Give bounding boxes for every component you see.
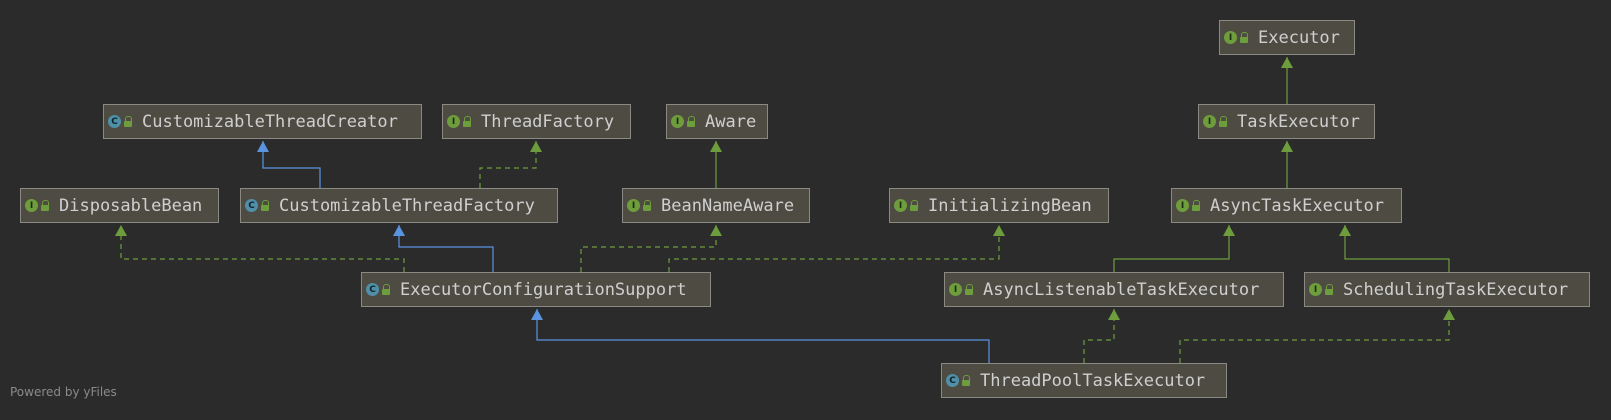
node-async-listenable-task-executor[interactable]: I AsyncListenableTaskExecutor xyxy=(944,272,1284,307)
edge-customizable-thread-factory-to-thread-factory xyxy=(479,141,537,188)
lock-icon xyxy=(687,115,697,128)
arrowhead xyxy=(1443,309,1455,320)
edge-async-listenable-task-executor-to-async-task-executor xyxy=(1113,225,1230,272)
edge-thread-pool-task-executor-to-executor-configuration-support xyxy=(536,309,990,363)
node-label: BeanNameAware xyxy=(661,195,795,216)
node-label: CustomizableThreadCreator xyxy=(142,111,398,132)
edge-scheduling-task-executor-to-async-task-executor xyxy=(1344,225,1450,272)
arrowhead xyxy=(531,309,543,320)
node-label: TaskExecutor xyxy=(1237,111,1360,132)
node-label: AsyncListenableTaskExecutor xyxy=(983,279,1260,300)
interface-icon: I xyxy=(447,115,460,128)
edge-executor-configuration-support-to-disposable-bean xyxy=(120,225,405,272)
lock-icon xyxy=(463,115,473,128)
edge-thread-pool-task-executor-to-async-listenable-task-executor xyxy=(1083,309,1115,363)
lock-icon xyxy=(1219,115,1229,128)
interface-icon: I xyxy=(949,283,962,296)
interface-icon: I xyxy=(25,199,38,212)
node-label: ExecutorConfigurationSupport xyxy=(400,279,687,300)
lock-icon xyxy=(1325,283,1335,296)
node-customizable-thread-creator[interactable]: C CustomizableThreadCreator xyxy=(103,104,422,139)
arrowhead xyxy=(993,225,1005,236)
interface-icon: I xyxy=(671,115,684,128)
lock-icon xyxy=(910,199,920,212)
arrowhead xyxy=(393,225,405,236)
node-executor[interactable]: I Executor xyxy=(1219,20,1355,55)
lock-icon xyxy=(962,374,972,387)
edge-customizable-thread-factory-to-customizable-thread-creator xyxy=(262,141,321,188)
node-customizable-thread-factory[interactable]: C CustomizableThreadFactory xyxy=(240,188,558,223)
node-label: Executor xyxy=(1258,27,1340,48)
node-label: ThreadPoolTaskExecutor xyxy=(980,370,1206,391)
arrowhead xyxy=(1339,225,1351,236)
arrowhead xyxy=(710,225,722,236)
edge-executor-configuration-support-to-bean-name-aware xyxy=(580,225,717,272)
node-scheduling-task-executor[interactable]: I SchedulingTaskExecutor xyxy=(1304,272,1590,307)
class-icon: C xyxy=(108,115,121,128)
arrowhead xyxy=(710,141,722,152)
node-thread-pool-task-executor[interactable]: C ThreadPoolTaskExecutor xyxy=(941,363,1227,398)
edge-thread-pool-task-executor-to-scheduling-task-executor xyxy=(1179,309,1450,363)
class-icon: C xyxy=(946,374,959,387)
class-icon: C xyxy=(366,283,379,296)
arrowhead xyxy=(530,141,542,152)
node-task-executor[interactable]: I TaskExecutor xyxy=(1198,104,1375,139)
interface-icon: I xyxy=(894,199,907,212)
node-label: SchedulingTaskExecutor xyxy=(1343,279,1569,300)
node-label: InitializingBean xyxy=(928,195,1092,216)
arrowhead xyxy=(1223,225,1235,236)
interface-icon: I xyxy=(1176,199,1189,212)
node-label: DisposableBean xyxy=(59,195,203,216)
arrowhead xyxy=(1281,57,1293,68)
lock-icon xyxy=(643,199,653,212)
lock-icon xyxy=(1240,31,1250,44)
lock-icon xyxy=(382,283,392,296)
interface-icon: I xyxy=(627,199,640,212)
lock-icon xyxy=(1192,199,1202,212)
node-bean-name-aware[interactable]: I BeanNameAware xyxy=(622,188,810,223)
node-label: AsyncTaskExecutor xyxy=(1210,195,1384,216)
arrowhead xyxy=(115,225,127,236)
lock-icon xyxy=(965,283,975,296)
node-label: Aware xyxy=(705,111,757,132)
node-thread-factory[interactable]: I ThreadFactory xyxy=(442,104,631,139)
node-initializing-bean[interactable]: I InitializingBean xyxy=(889,188,1109,223)
node-aware[interactable]: I Aware xyxy=(666,104,768,139)
interface-icon: I xyxy=(1224,31,1237,44)
arrowhead xyxy=(1108,309,1120,320)
interface-icon: I xyxy=(1203,115,1216,128)
node-label: CustomizableThreadFactory xyxy=(279,195,535,216)
lock-icon xyxy=(124,115,134,128)
node-executor-configuration-support[interactable]: C ExecutorConfigurationSupport xyxy=(361,272,711,307)
interface-icon: I xyxy=(1309,283,1322,296)
lock-icon xyxy=(41,199,51,212)
lock-icon xyxy=(261,199,271,212)
arrowhead xyxy=(257,141,269,152)
node-async-task-executor[interactable]: I AsyncTaskExecutor xyxy=(1171,188,1402,223)
powered-by-footer: Powered by yFiles xyxy=(10,385,117,399)
class-icon: C xyxy=(245,199,258,212)
node-label: ThreadFactory xyxy=(481,111,615,132)
edge-executor-configuration-support-to-initializing-bean xyxy=(668,225,1000,272)
arrowhead xyxy=(1281,141,1293,152)
node-disposable-bean[interactable]: I DisposableBean xyxy=(20,188,219,223)
edge-executor-configuration-support-to-customizable-thread-factory xyxy=(398,225,494,272)
